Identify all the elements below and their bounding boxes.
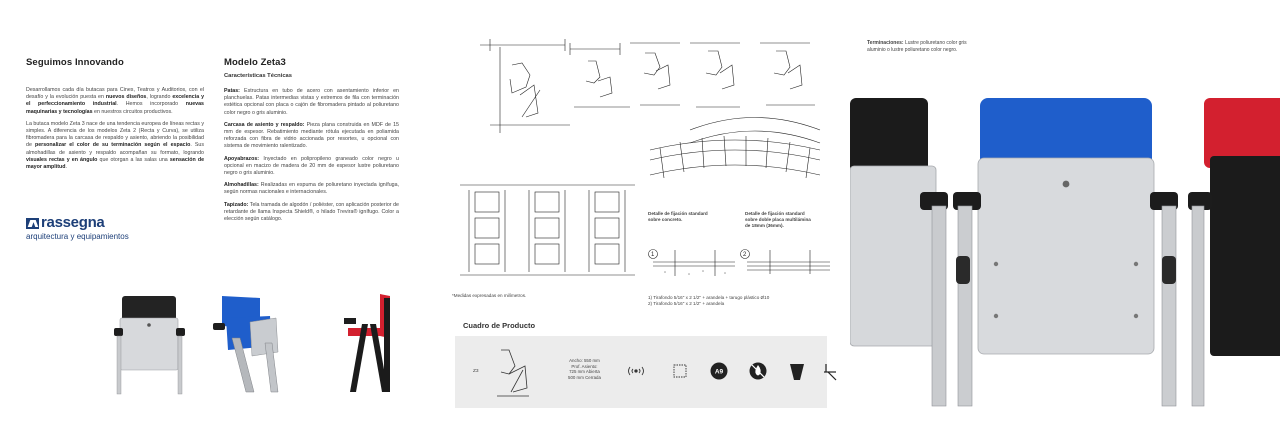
fixing-note-1: 1) Tirafondo 5/16" x 2 1/2" + arandela +…: [648, 295, 770, 300]
intro-body: Desarrollamos cada día butacas para Cine…: [26, 87, 204, 176]
chair-photo-red: [344, 294, 390, 392]
product-table: Z3 Ancho: 550 mm Prof. Asiento: 725 mm A…: [455, 336, 837, 408]
spec-pads: Almohadillas: Realizadas en espuma de po…: [224, 182, 399, 196]
detail-plywood-label: Detalle de fijación standard sobre doble…: [745, 211, 811, 228]
marker-2: 2: [743, 252, 747, 258]
seat-row-photo: [850, 98, 1280, 407]
product-table-title: Cuadro de Producto: [463, 321, 536, 330]
intro-title: Seguimos Innovando: [26, 57, 124, 68]
logo-name: rassegna: [41, 214, 105, 231]
chair-photo-blue: [213, 296, 279, 393]
fixing-notes: 1) Tirafondo 5/16" x 2 1/2" + arandela +…: [648, 295, 838, 307]
product-profile-drawing: [497, 349, 529, 397]
drawings-panel: *Medidas expresadas en milímetros. Detal…: [430, 0, 850, 426]
fixing-detail-drawings: 1 2: [648, 249, 830, 276]
seat-right-red: [1188, 98, 1280, 407]
intro-paragraph-2: La butaca modelo Zeta 3 nace de una tend…: [26, 120, 205, 171]
spec-depth-open: 725 mm Abierta: [569, 369, 600, 375]
front-elevation-drawings: [460, 184, 635, 276]
spec-depth-closed: 500 mm Cerrada: [568, 374, 601, 380]
specs-body: Patas: Estructura en tubo de acero con a…: [224, 88, 399, 228]
armrest-icon: [790, 364, 804, 380]
fire-class-icon: A9: [710, 362, 728, 380]
terminations-text: Terminaciones: Lustre poliuretano color …: [867, 40, 967, 53]
spec-depth-label: Prof. Asiento:: [571, 363, 598, 369]
fabric-icon: [673, 364, 687, 378]
detail-concrete-label: Detalle de fijación standard sobre concr…: [648, 211, 708, 222]
intro-paragraph-1: Desarrollamos cada día butacas para Cine…: [26, 87, 205, 115]
no-fire-icon: [749, 362, 767, 380]
sound-icon: [628, 366, 644, 376]
spec-shell: Carcasa de asiento y respaldo: Pieza pla…: [224, 121, 399, 150]
curved-row-drawing: [649, 135, 821, 179]
product-code: Z3: [473, 369, 479, 374]
specs-panel: Modelo Zeta3 Características Técnicas Pa…: [213, 0, 430, 426]
model-title: Modelo Zeta3: [224, 57, 286, 68]
chair-photo-grey: [114, 296, 185, 395]
specs-subtitle: Características Técnicas: [224, 73, 292, 79]
product-photos: [114, 294, 390, 395]
seat-center-blue: [953, 98, 1178, 407]
seat-left-black: [850, 98, 948, 407]
logo-tagline: arquitectura y equipamientos: [26, 232, 129, 241]
spec-legs: Patas: Estructura en tubo de acero con a…: [224, 88, 399, 116]
fire-class-label: A9: [715, 369, 724, 376]
side-profile-drawings: [480, 39, 821, 144]
terminations-panel: Terminaciones: Lustre poliuretano color …: [850, 0, 1280, 426]
intro-panel: Seguimos Innovando Desarrollamos cada dí…: [0, 0, 213, 426]
spec-armrests: Apoyabrazos: Inyectado en polipropileno …: [224, 155, 399, 177]
rassegna-logo-icon: [26, 218, 39, 229]
measurement-note: *Medidas expresadas en milímetros.: [452, 293, 527, 298]
spec-upholstery: Tapizado: Tela tramada de algodón / poli…: [224, 201, 399, 223]
fixing-note-2: 2) Tirafondo 5/16" x 2 1/2" + arandela: [648, 301, 725, 306]
fixing-icon: [824, 364, 837, 381]
spec-width: Ancho: 550 mm: [569, 358, 600, 363]
product-dimensions: Ancho: 550 mm Prof. Asiento: 725 mm Abie…: [568, 358, 601, 380]
marker-1: 1: [651, 252, 655, 258]
